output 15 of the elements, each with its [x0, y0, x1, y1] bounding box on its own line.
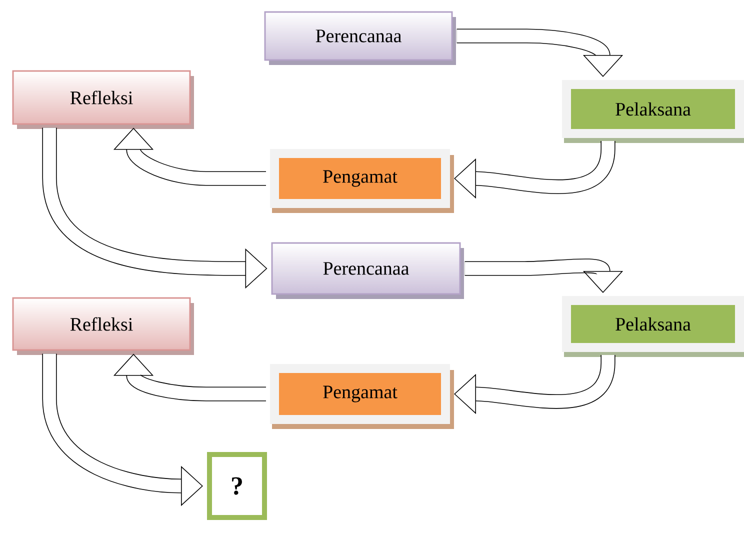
block-arrow — [113, 354, 266, 402]
process-box: Refleksi — [12, 70, 194, 129]
block-arrow — [113, 128, 266, 186]
process-box: Pengamat — [270, 364, 454, 429]
process-box: Perencanaa — [264, 11, 456, 65]
block-arrow — [464, 258, 624, 293]
process-box: Pelaksana — [562, 296, 744, 357]
process-box: Perencanaa — [271, 242, 464, 299]
question-box: ? — [207, 452, 267, 520]
process-box: Pengamat — [270, 149, 454, 213]
block-arrow — [456, 28, 624, 77]
process-box: Refleksi — [12, 297, 194, 355]
process-box: Pelaksana — [562, 80, 744, 143]
block-arrow — [454, 355, 616, 414]
block-arrow — [454, 141, 616, 199]
